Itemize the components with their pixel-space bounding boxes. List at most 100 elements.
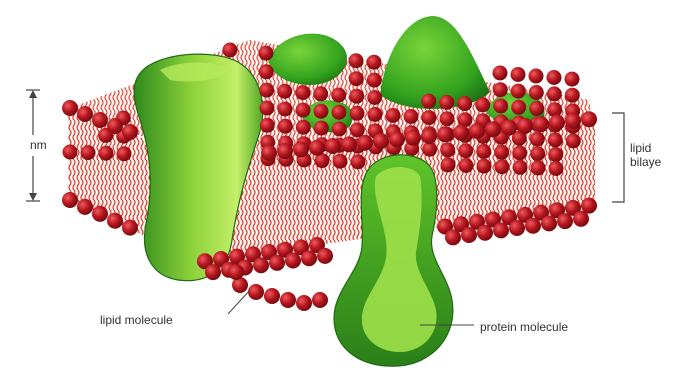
lipid-head [107,213,123,229]
lipid-head [461,227,477,243]
lipid-head [92,206,108,222]
lipid-head [367,73,382,88]
lipid-head [547,70,562,85]
lipid-head [437,126,453,142]
lipid-head [445,229,461,245]
lipid-head [296,103,311,118]
lipid-head [517,118,533,134]
lipid-head [477,159,492,174]
lipid-head [566,133,581,148]
lipid-head [421,94,436,109]
lipid-head [92,112,108,128]
lipid-head [261,145,277,161]
lipid-head [368,107,383,122]
lipid-head [349,89,364,104]
lipid-head [312,292,328,308]
lipid-head [501,120,517,136]
lipid-head [260,118,275,133]
lipid-head [405,130,421,146]
lipid-head [513,160,528,175]
lipid-head [314,121,329,136]
lipid-head [313,86,328,101]
lipid-head [581,111,597,127]
lipid-head [512,146,527,161]
lipid-bilayer-label-line1: lipid [630,141,661,155]
lipid-head [373,133,389,149]
protein-dome-right [380,16,490,109]
lipid-head [509,220,525,236]
lipid-head [296,295,312,311]
lipid-head [333,154,348,169]
lipid-head [332,105,347,120]
lipid-head [122,124,138,140]
lipid-head [349,53,364,68]
lipid-head [565,113,581,129]
lipid-head [309,140,325,156]
lipid-head [422,110,437,125]
lipid-head [259,64,274,79]
lipid-molecule-label: lipid molecule [100,313,173,327]
lipid-head [349,71,364,86]
lipid-head [477,225,493,241]
lipid-head [259,46,274,61]
lipid-head [495,159,510,174]
lipid-head [301,250,317,266]
lipid-bilayer-bracket [612,113,624,202]
lipid-bilayer-label-line2: bilaye [630,155,661,169]
lipid-head [367,90,382,105]
lipid-head [541,215,557,231]
lipid-head [529,101,544,116]
lipid-head [441,157,456,172]
lipid-head [99,146,114,161]
lipid-bilayer-label: lipid bilaye [630,141,661,169]
protein-molecule-label: protein molecule [480,320,568,334]
lipid-head [107,118,123,134]
lipid-head [357,135,373,151]
lipid-head [493,99,508,114]
lipid-head [493,66,508,81]
thickness-label: nm [30,138,47,152]
lipid-head [493,82,508,97]
lipid-head [511,67,526,82]
lipid-head [341,136,357,152]
lipid-head [296,120,311,135]
lipid-head [557,213,573,229]
lipid-head [525,218,541,234]
lipid-head [253,257,269,273]
lipid-head [529,85,544,100]
lipid-head [285,253,301,269]
lipid-head [548,147,563,162]
lipid-head [459,158,474,173]
lipid-head [269,255,285,271]
lipid-head [493,222,509,238]
lipid-head [565,88,580,103]
lipid-head [565,72,580,87]
lipid-head [511,84,526,99]
lipid-head [117,146,132,161]
lipid-head [259,83,274,98]
lipid-head [475,97,490,112]
lipid-molecule-pointer [228,290,250,314]
lipid-head [440,142,455,157]
lipid-head [404,109,419,124]
lipid-head [573,211,589,227]
lipid-head [278,119,293,134]
lipid-head [530,132,545,147]
lipid-head [260,101,275,116]
lipid-head [62,192,78,208]
lipid-head [547,86,562,101]
lipid-head [440,111,455,126]
lipid-head [277,143,293,159]
lipid-head [531,160,546,175]
lipid-head [228,264,244,280]
lipid-head [476,144,491,159]
lipid-head [63,145,78,160]
lipid-head [62,100,78,116]
lipid-head [81,145,96,160]
lipid-head [421,128,437,144]
lipid-head [122,220,138,236]
lipid-head [317,248,333,264]
lipid-head [277,84,292,99]
lipid-head [453,125,469,141]
lipid-head [223,43,238,58]
